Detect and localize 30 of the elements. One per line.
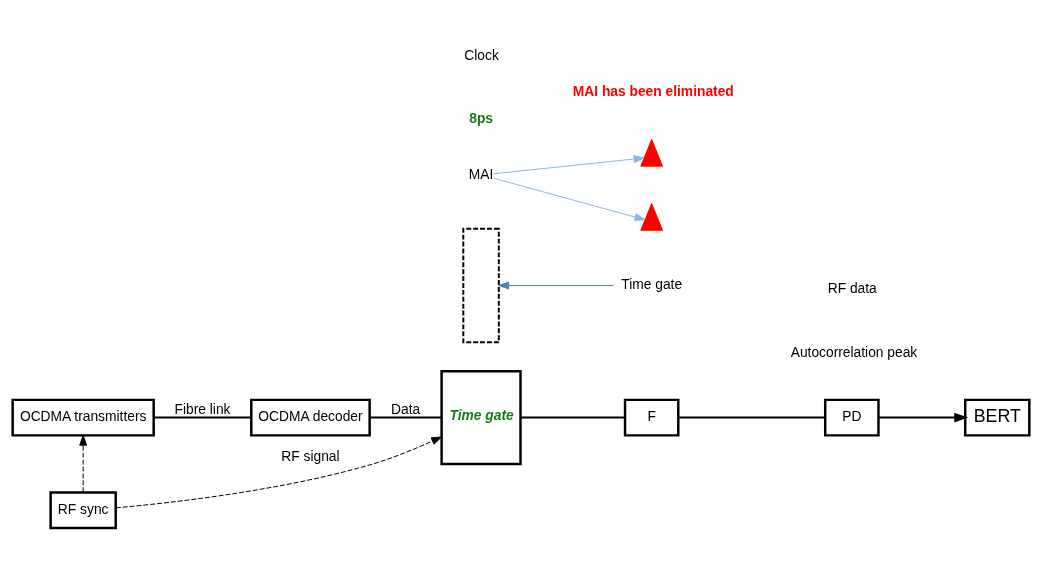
label: Clock [464, 48, 499, 64]
node-box: PD [824, 398, 880, 437]
connector [519, 416, 626, 419]
node-picture [640, 139, 663, 167]
arrow [498, 281, 615, 290]
edge-label: Data [391, 401, 421, 417]
node-box: OCDMA transmitters [11, 398, 155, 437]
connector [368, 416, 443, 419]
node-text: MAI [468, 166, 494, 182]
node-text: Time gate [621, 277, 683, 293]
label: 8ps [469, 111, 494, 127]
node-box: F [623, 398, 680, 437]
edge-label: Fibre link [174, 401, 231, 417]
arrow [115, 436, 443, 509]
node-box [462, 227, 500, 344]
connector [152, 416, 253, 419]
connector [677, 416, 826, 419]
label: RF data [827, 281, 877, 297]
label: MAI has been eliminated [572, 83, 734, 99]
arrow [493, 177, 646, 221]
node-box: BERT [964, 398, 1031, 437]
node-box: Time gate [440, 370, 522, 466]
node-box: RF sync [49, 491, 117, 530]
arrow [493, 155, 645, 175]
label: Autocorrelation peak [790, 345, 918, 361]
edge-label: RF signal [281, 449, 340, 465]
arrow [79, 434, 88, 493]
node-picture [640, 203, 663, 231]
arrow [877, 412, 969, 423]
node-box: OCDMA decoder [250, 398, 371, 437]
